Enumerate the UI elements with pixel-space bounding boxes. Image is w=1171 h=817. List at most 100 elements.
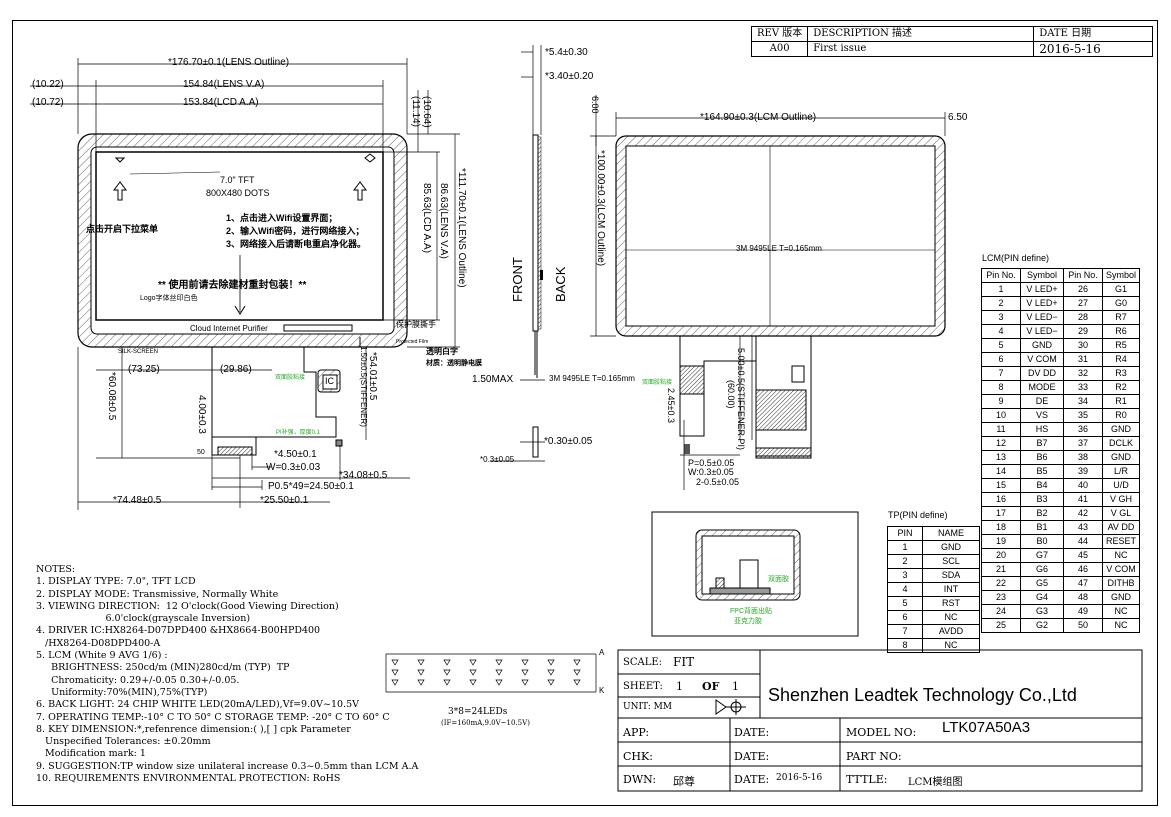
- dim-v-lcm: *100.00±0.3(LCM Outline): [595, 150, 606, 267]
- lcm-pin-number: 46: [1063, 562, 1103, 577]
- lcm-pin-title: LCM(PIN define): [982, 253, 1050, 263]
- pin-50-label: 50: [197, 449, 205, 456]
- tp-pin-number: 3: [887, 568, 923, 583]
- led-anode-label: A: [599, 648, 605, 657]
- lcm-pin-symbol: G2: [1020, 618, 1064, 633]
- note-line: 10. REQUIREMENTS ENVIRONMENTAL PROTECTIO…: [36, 773, 341, 785]
- dim-back-stiffener: 5.00±0.5(STIFFENER PI): [736, 348, 746, 450]
- sheet-total: 1: [732, 680, 739, 693]
- tp-pin-name: GND: [922, 540, 980, 555]
- tp-pin-number: 4: [887, 582, 923, 597]
- lcm-pin-symbol: NC: [1102, 604, 1140, 619]
- tp-pin-name: NC: [922, 610, 980, 625]
- dim-1114: (11.14): [410, 96, 421, 127]
- lcm-pin-symbol: B5: [1020, 464, 1064, 479]
- back-view: [590, 95, 946, 490]
- dim-d: 2-0.5±0.05: [696, 477, 739, 487]
- note-line: 1. DISPLAY TYPE: 7.0", TFT LCD: [36, 576, 196, 588]
- lcm-pin-symbol: V LED−: [1020, 310, 1064, 325]
- dim-6000: (60.00): [726, 380, 736, 409]
- dim-w: W=0.3±0.03: [266, 462, 321, 473]
- green-note-2: PI补强，厚度0.1: [276, 430, 321, 436]
- tp-pin-name: SCL: [922, 554, 980, 569]
- lcm-pin-symbol: DE: [1020, 394, 1064, 409]
- note-line: Uniformity:70%(MIN),75%(TYP): [36, 686, 208, 698]
- lcm-pin-symbol: L/R: [1102, 464, 1140, 479]
- tp-pin-name: AVDD: [922, 624, 980, 639]
- lcm-pin-number: 41: [1063, 492, 1103, 507]
- lcm-pin-number: 24: [981, 604, 1021, 619]
- tp-pin-name: SDA: [922, 568, 980, 583]
- dim-150max: 1.50MAX: [472, 374, 514, 385]
- note-line: 6.0'clock(grayscale Inversion): [36, 613, 251, 625]
- led-array: [391, 659, 581, 686]
- lcm-pin-header: Pin No. Symbol Pin No. Symbol: [981, 268, 1140, 283]
- lcm-pin-symbol: B7: [1020, 436, 1064, 451]
- lcm-pin-symbol: R2: [1102, 380, 1140, 395]
- screen-step3: 3、网络接入后请断电重启净化器。: [226, 239, 367, 249]
- dim-030: *0.30±0.05: [544, 436, 593, 447]
- dim-5401: *54.01±0.5: [367, 352, 378, 401]
- lcm-pin-number: 22: [981, 576, 1021, 591]
- lcm-pin-number: 48: [1063, 590, 1103, 605]
- screen-step2: 2、输入Wifi密码，进行网络接入；: [226, 226, 365, 236]
- lcm-pin-symbol: B1: [1020, 520, 1064, 535]
- front-view: [30, 58, 460, 510]
- screen-pulldown: 点击开启下拉菜单: [86, 224, 159, 234]
- lcm-pin-symbol: GND: [1020, 338, 1064, 353]
- led-sub: (IF=160mA,9.0V~10.5V): [441, 719, 530, 727]
- pulldown-marker-icon: [114, 157, 126, 163]
- led-cathode-label: K: [599, 686, 605, 695]
- lcm-pin-number: 3: [981, 310, 1021, 325]
- description-value: First issue: [807, 41, 1035, 57]
- fpc-note: FPC背面出贴: [730, 608, 772, 615]
- dim-stiffener: 1.50±0.5(STIFFENER): [359, 346, 368, 427]
- revision-row: A00 First issue 2016-5-16: [750, 41, 1154, 57]
- dim-pitch: P0.5*49=24.50±0.1: [268, 481, 354, 492]
- screen-remove-notice: ** 使用前请去除建材重封包装！**: [158, 280, 307, 291]
- tp-pin-number: 2: [887, 554, 923, 569]
- lcm-header-symbol: Symbol: [1020, 268, 1064, 283]
- note-line: Modification mark: 1: [36, 748, 146, 760]
- lcm-pin-symbol: V LED+: [1020, 296, 1064, 311]
- dim-1022: (10.22): [32, 79, 64, 90]
- lcm-pin-symbol: U/D: [1102, 478, 1140, 493]
- sheet-value: 1: [676, 680, 683, 693]
- lcm-pin-symbol: V LED−: [1020, 324, 1064, 339]
- lcm-pin-number: 10: [981, 408, 1021, 423]
- lcm-pin-symbol: B3: [1020, 492, 1064, 507]
- side-tape-label: 3M 9495LE T=0.165mm: [549, 374, 635, 383]
- tp-pin-number: 1: [887, 540, 923, 555]
- green-note-1: 双面胶粘接: [275, 375, 306, 381]
- dim-v-lcd-aa: 85.63(LCD A.A): [421, 183, 432, 254]
- lcm-pin-number: 30: [1063, 338, 1103, 353]
- lcm-pin-symbol: R7: [1102, 310, 1140, 325]
- back-green-note: 双面胶粘接: [642, 380, 673, 386]
- lcm-pin-symbol: B6: [1020, 450, 1064, 465]
- up-arrow-right-icon: [353, 181, 367, 201]
- note-line: 2. DISPLAY MODE: Transmissive, Normally …: [36, 588, 279, 600]
- lcm-pin-symbol: R0: [1102, 408, 1140, 423]
- lcm-pin-number: 38: [1063, 450, 1103, 465]
- note-line: NOTES:: [36, 564, 76, 575]
- back-label: BACK: [553, 266, 568, 302]
- sheet-label: SHEET:: [623, 681, 663, 692]
- part-label: PART NO:: [846, 750, 902, 763]
